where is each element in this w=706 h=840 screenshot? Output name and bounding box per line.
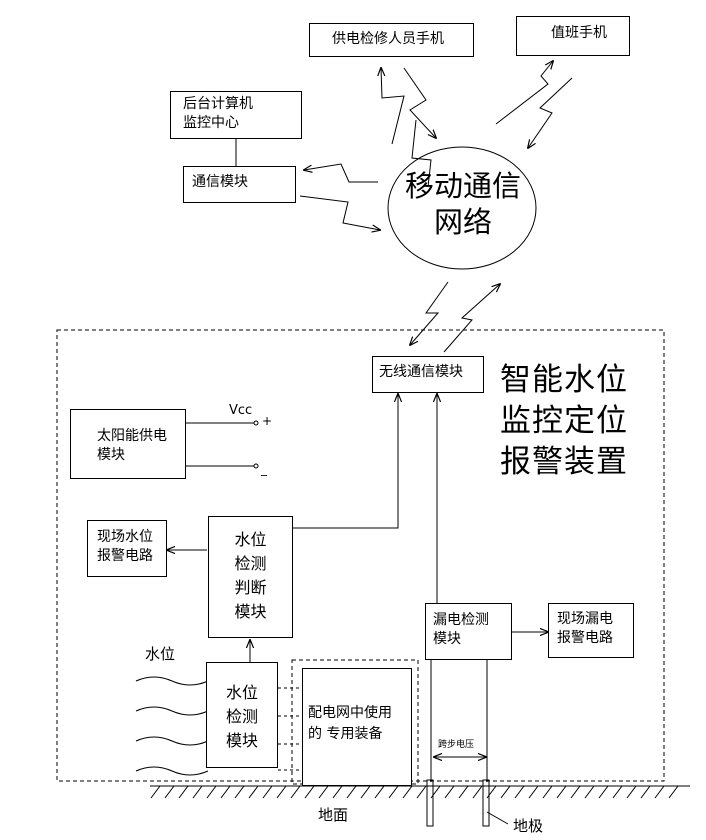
field-leak-alarm-box: 现场漏电 报警电路	[548, 603, 634, 658]
water-wave-1	[135, 676, 209, 686]
ground-probe-right	[482, 779, 490, 827]
dist-equipment-box: 配电网中使用 的 专用装备	[302, 668, 412, 786]
solar-supply-box: 太阳能供电 模块	[70, 409, 186, 479]
hatch-mark	[346, 785, 357, 799]
staff-phone-downlink-1	[381, 68, 405, 145]
comm-to-network-arrow	[299, 195, 380, 230]
minus-sign: _	[261, 462, 267, 476]
hatch-mark	[528, 785, 539, 799]
gnd-terminal	[253, 463, 259, 469]
supply-staff-phone-label: 供电检修人员手机	[332, 31, 444, 47]
wireless-to-network-arrow	[443, 284, 500, 353]
duty-phone-downlink	[528, 77, 573, 148]
hatch-mark	[178, 785, 189, 799]
leak-detect-module-box: 漏电检测 模块	[425, 603, 512, 660]
field-leak-alarm-label: 现场漏电 报警电路	[557, 611, 613, 646]
water-wave-3	[135, 736, 209, 746]
leak-detect-module-label: 漏电检测 模块	[433, 612, 489, 647]
hatch-mark	[500, 785, 511, 799]
hatch-mark	[234, 785, 245, 799]
ground-pole-pointer	[486, 811, 509, 825]
hatch-mark	[262, 785, 273, 799]
supply-staff-phone-box: 供电检修人员手机	[309, 23, 474, 57]
hatch-mark	[612, 785, 623, 799]
hatch-mark	[472, 785, 483, 799]
mobile-network-label: 移动通信 网络	[404, 169, 521, 239]
comm-module-label: 通信模块	[192, 174, 248, 190]
hatch-mark	[542, 785, 553, 799]
solar-supply-label: 太阳能供电 模块	[97, 428, 167, 463]
staff-phone-uplink	[411, 119, 432, 188]
staff-phone-downlink-2	[403, 67, 436, 138]
ground-hatching	[150, 785, 679, 799]
wireless-module-label: 无线通信模块	[379, 364, 463, 380]
water-level-label: 水位	[145, 645, 176, 663]
hatch-mark	[626, 785, 637, 799]
hatch-mark	[584, 785, 595, 799]
judge-to-wireless-arrow	[293, 394, 398, 529]
hatch-mark	[654, 785, 665, 799]
backend-center-label: 后台计算机 监控中心	[183, 96, 253, 131]
hatch-mark	[192, 785, 203, 799]
water-detect-module-box: 水位 检测 模块	[206, 662, 278, 768]
equipment-enclosure	[291, 659, 419, 785]
comm-module-box: 通信模块	[183, 166, 296, 203]
hatch-mark	[458, 785, 469, 799]
hatch-mark	[220, 785, 231, 799]
hatch-mark	[248, 785, 259, 799]
hatch-mark	[486, 785, 497, 799]
water-wave-2	[135, 706, 209, 716]
hatch-mark	[304, 785, 315, 799]
hatch-mark	[206, 785, 217, 799]
water-wave-4	[135, 766, 209, 776]
vcc-terminal	[253, 420, 259, 426]
backend-center-box: 后台计算机 监控中心	[170, 91, 302, 139]
duty-phone-box: 值班手机	[516, 16, 630, 56]
ground-probe-left	[426, 779, 434, 827]
hatch-mark	[514, 785, 525, 799]
hatch-mark	[402, 785, 413, 799]
hatch-mark	[556, 785, 567, 799]
field-water-alarm-box: 现场水位 报警电路	[87, 520, 167, 577]
network-to-comm-arrow	[304, 163, 378, 183]
network-to-wireless-arrow	[410, 281, 449, 345]
step-voltage-label: 跨步电压	[438, 740, 475, 750]
duty-phone-uplink	[495, 61, 553, 125]
hatch-mark	[360, 785, 371, 799]
hatch-mark	[290, 785, 301, 799]
hatch-mark	[640, 785, 651, 799]
field-water-alarm-label: 现场水位 报警电路	[97, 529, 153, 564]
ground-pole-label: 地极	[513, 817, 544, 835]
hatch-mark	[416, 785, 427, 799]
water-judge-module-label: 水位 检测 判断 模块	[234, 530, 267, 621]
device-title: 智能水位 监控定位 报警装置	[500, 362, 628, 480]
water-detect-module-label: 水位 检测 模块	[225, 683, 258, 750]
hatch-mark	[668, 785, 679, 799]
duty-phone-label: 值班手机	[551, 25, 607, 41]
wireless-module-box: 无线通信模块	[372, 356, 484, 393]
hatch-mark	[150, 785, 161, 799]
hatch-mark	[332, 785, 343, 799]
hatch-mark	[598, 785, 609, 799]
vcc-label: Vcc	[229, 403, 253, 418]
plus-sign: +	[262, 414, 273, 428]
ground-label: 地面	[318, 806, 349, 824]
hatch-mark	[388, 785, 399, 799]
dist-equipment-label: 配电网中使用 的 专用装备	[308, 705, 392, 742]
hatch-mark	[276, 785, 287, 799]
water-judge-module-box: 水位 检测 判断 模块	[208, 516, 293, 638]
mobile-network-ellipse	[387, 146, 537, 270]
hatch-mark	[318, 785, 329, 799]
hatch-mark	[570, 785, 581, 799]
hatch-mark	[430, 785, 441, 799]
hatch-mark	[444, 785, 455, 799]
hatch-mark	[164, 785, 175, 799]
hatch-mark	[374, 785, 385, 799]
